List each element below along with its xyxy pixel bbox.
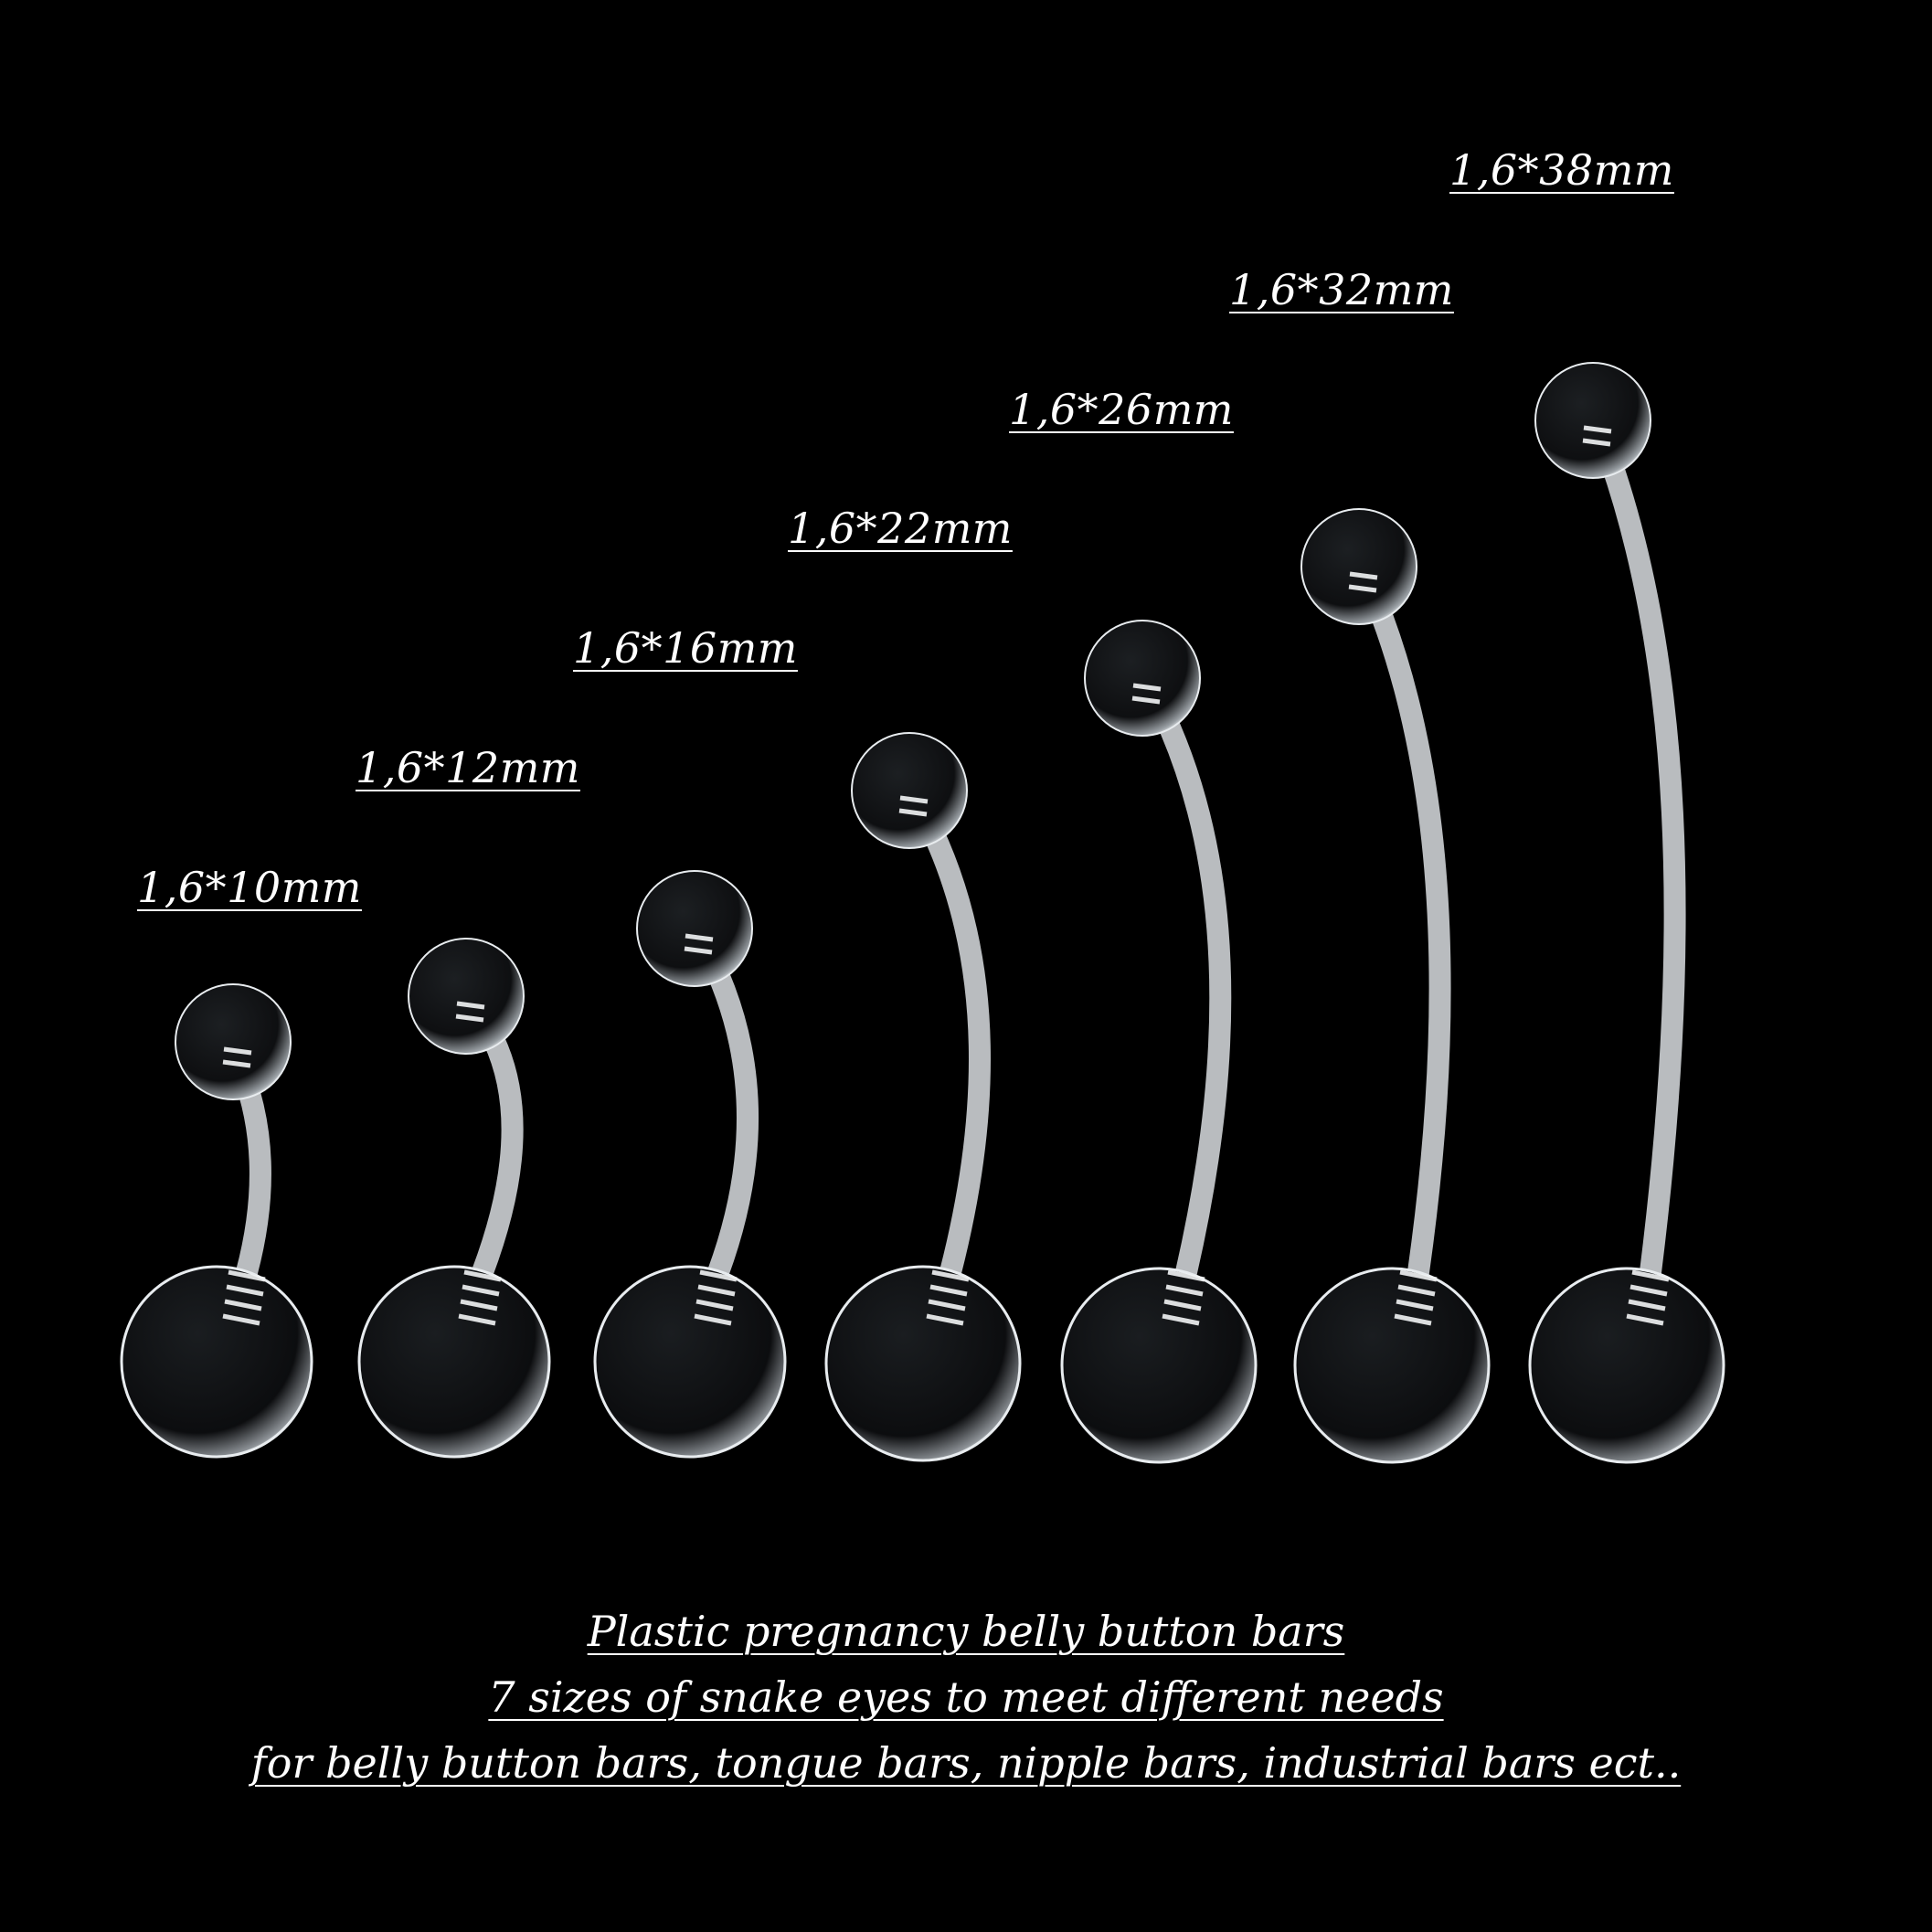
size-label-12mm: 1,6*12mm [356, 743, 580, 792]
barbell-22mm [824, 732, 1022, 1462]
barbell-10mm [120, 983, 313, 1459]
size-label-32mm: 1,6*32mm [1229, 265, 1454, 314]
caption-title: Plastic pregnancy belly button bars [587, 1607, 1345, 1656]
barbell-12mm [357, 938, 551, 1459]
barbell-26mm [1060, 620, 1258, 1464]
barbell-32mm [1293, 508, 1491, 1464]
size-label-22mm: 1,6*22mm [788, 504, 1013, 553]
size-label-38mm: 1,6*38mm [1449, 145, 1674, 195]
barbell-16mm [593, 870, 787, 1459]
caption-uses: for belly button bars, tongue bars, nipp… [250, 1738, 1682, 1788]
barbell-38mm [1528, 362, 1725, 1464]
size-label-26mm: 1,6*26mm [1009, 385, 1234, 434]
size-label-10mm: 1,6*10mm [137, 863, 362, 912]
caption-sizes: 7 sizes of snake eyes to meet different … [488, 1672, 1444, 1722]
size-label-16mm: 1,6*16mm [573, 623, 798, 673]
